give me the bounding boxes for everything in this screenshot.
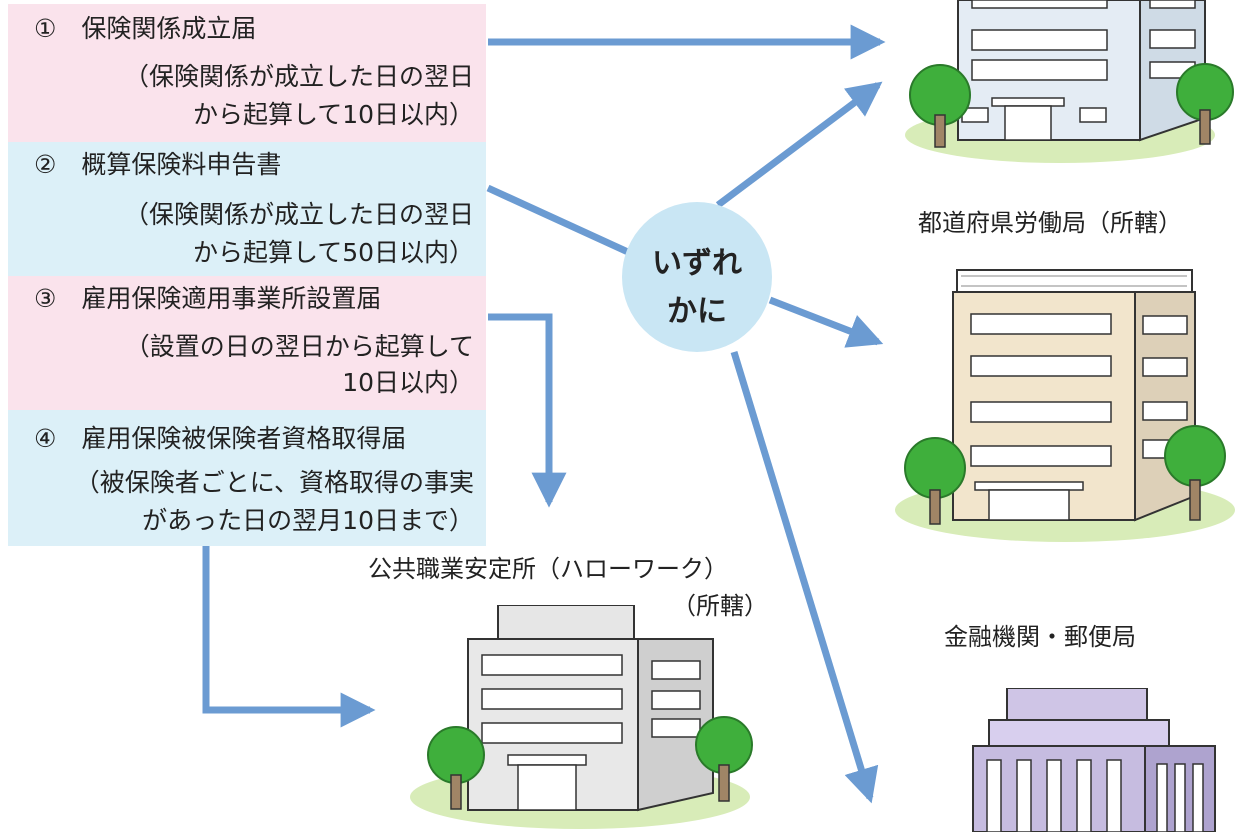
form-1-note-2: から起算して10日以内） <box>192 100 474 129</box>
form-item-1: ① 保険関係成立届 （保険関係が成立した日の翌日 から起算して10日以内） <box>8 4 486 142</box>
bank-building-icon <box>972 688 1216 832</box>
form-3-note-2: 10日以内） <box>342 368 474 397</box>
form-3-note-1: （設置の日の翌日から起算して <box>124 332 474 361</box>
form-1-note-1: （保険関係が成立した日の翌日 <box>123 62 474 91</box>
form-4-title: ④ 雇用保険被保険者資格取得届 <box>34 424 407 453</box>
form-3-title: ③ 雇用保険適用事業所設置届 <box>34 284 382 313</box>
either-circle: いずれ かに <box>622 202 772 352</box>
form-2-note-2: から起算して50日以内） <box>192 238 474 267</box>
arrow-form4-to-hellowork <box>202 545 376 728</box>
form-2-note-1: （保険関係が成立した日の翌日 <box>123 200 474 229</box>
form-item-2: ② 概算保険料申告書 （保険関係が成立した日の翌日 から起算して50日以内） <box>8 142 486 276</box>
top-building-icon <box>905 0 1234 163</box>
arrow-either-to-bank <box>730 350 879 804</box>
bank-label: 金融機関・郵便局 <box>944 623 1136 651</box>
arrow-form3-to-hellowork <box>488 313 567 508</box>
form-4-note-1: （被保険者ごとに、資格取得の事実 <box>74 468 474 497</box>
labor-bureau-label: 都道府県労働局（所轄） <box>918 209 1182 237</box>
form-1-title: ① 保険関係成立届 <box>34 14 257 43</box>
form-4-note-2: があった日の翌月10日まで） <box>142 506 474 535</box>
hello-work-label-sub: （所轄） <box>672 592 768 620</box>
arrow-either-to-office <box>715 81 883 208</box>
hello-work-building-icon <box>410 605 753 829</box>
labor-bureau-building-icon <box>895 269 1235 542</box>
form-item-4: ④ 雇用保険被保険者資格取得届 （被保険者ごとに、資格取得の事実 があった日の翌… <box>8 410 486 546</box>
form-item-3: ③ 雇用保険適用事業所設置届 （設置の日の翌日から起算して 10日以内） <box>8 276 486 410</box>
arrow-form2-to-either <box>486 184 630 256</box>
hello-work-label: 公共職業安定所（ハローワーク） <box>368 555 728 583</box>
either-line-2: かに <box>667 294 727 329</box>
either-line-1: いずれ <box>652 246 742 281</box>
form-2-title: ② 概算保険料申告書 <box>34 150 282 179</box>
arrow-either-to-labor-bureau <box>768 296 884 348</box>
